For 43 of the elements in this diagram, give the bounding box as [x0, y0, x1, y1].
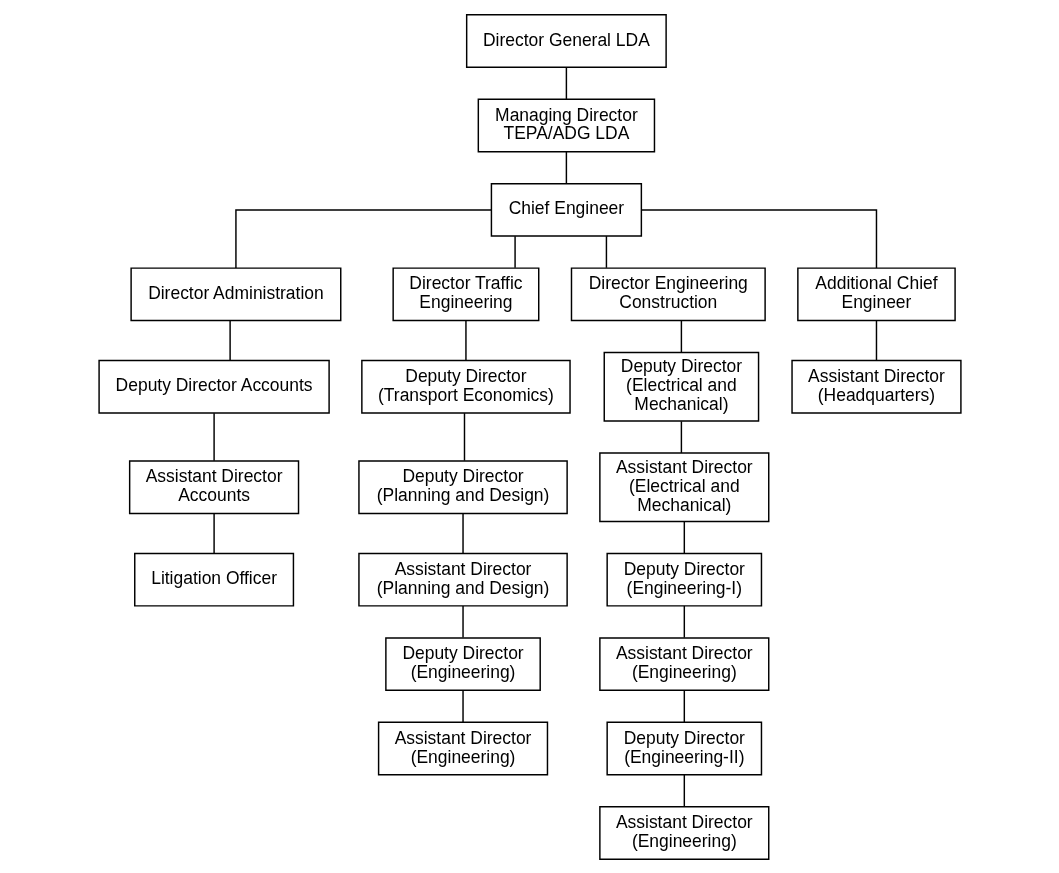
- connector: [683, 773, 685, 807]
- connector: [212, 512, 215, 554]
- node-box: Director Administration: [129, 266, 341, 321]
- connector: [640, 208, 877, 269]
- connector: [463, 411, 465, 461]
- node-box: Director Engineering Construction: [570, 266, 766, 321]
- connector: [683, 604, 685, 638]
- node-box: Managing Director TEPA/ADG LDA: [477, 98, 655, 152]
- connector: [234, 208, 492, 269]
- connector: [228, 319, 231, 361]
- connector: [565, 66, 567, 100]
- connector: [212, 411, 215, 461]
- node-box: Deputy Director Accounts: [97, 359, 330, 414]
- node-box: Deputy Director (Transport Economics): [360, 359, 571, 414]
- node-box: Deputy Director (Engineering): [384, 636, 541, 691]
- node-box: Assistant Director (Engineering): [377, 721, 548, 775]
- connector: [461, 689, 464, 723]
- node-box: Deputy Director (Electrical and Mechanical): [603, 351, 759, 422]
- connector: [461, 512, 464, 554]
- connector: [683, 689, 685, 723]
- node-box: Additional Chief Engineer: [796, 266, 956, 321]
- connector: [680, 319, 682, 353]
- connector: [875, 319, 877, 361]
- connector: [565, 150, 567, 184]
- node-box: Assistant Director Accounts: [128, 459, 299, 514]
- connector: [513, 234, 516, 269]
- node-box: Director General LDA: [465, 13, 667, 68]
- node-box: Chief Engineer: [490, 182, 642, 237]
- node-box: Assistant Director (Engineering): [598, 805, 769, 860]
- connector: [461, 604, 464, 638]
- node-box: Assistant Director (Planning and Design): [357, 552, 568, 607]
- connector: [605, 234, 607, 269]
- node-box: Deputy Director (Planning and Design): [357, 459, 568, 514]
- connector: [680, 420, 682, 454]
- connector: [464, 319, 467, 361]
- node-box: Assistant Director (Headquarters): [790, 359, 962, 414]
- node-box: Assistant Director (Engineering): [598, 636, 769, 691]
- node-box: Litigation Officer: [133, 552, 294, 607]
- node-box: Director Traffic Engineering: [391, 266, 539, 321]
- connector: [683, 520, 685, 554]
- node-box: Deputy Director (Engineering-I): [605, 552, 762, 607]
- node-box: Assistant Director (Electrical and Mechanical): [598, 451, 769, 522]
- node-box: Deputy Director (Engineering-II): [605, 721, 762, 775]
